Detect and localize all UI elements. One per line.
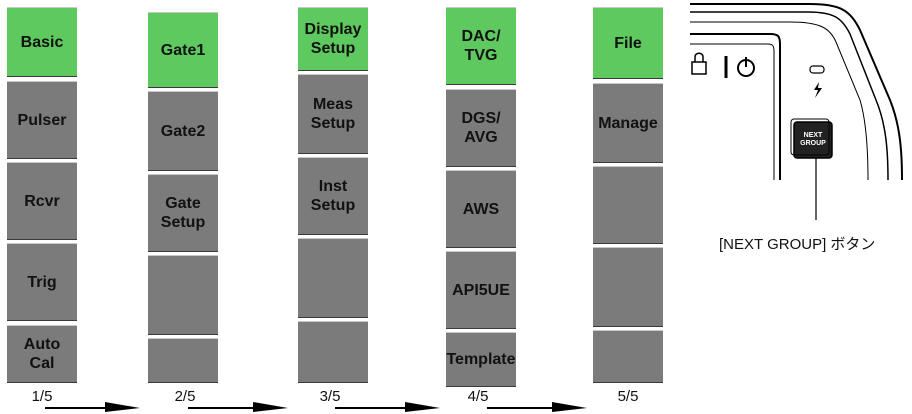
menu-group-5: File Manage [593, 7, 663, 383]
menu-item-empty[interactable] [593, 330, 663, 383]
next-group-button-caption: [NEXT GROUP] ボタン [719, 236, 876, 253]
page-indicator-5: 5/5 [617, 388, 639, 405]
menu-item-gate-setup[interactable]: Gate Setup [148, 174, 218, 252]
menu-item-auto-cal[interactable]: Auto Cal [7, 325, 77, 383]
menu-group-1: Basic Pulser Rcvr Trig Auto Cal [7, 7, 77, 383]
menu-item-inst-setup[interactable]: Inst Setup [298, 157, 368, 235]
menu-item-dac-tvg[interactable]: DAC/ TVG [446, 7, 516, 85]
arrow-right-icon [335, 402, 440, 412]
menu-item-empty[interactable] [148, 338, 218, 383]
lock-icon [691, 52, 707, 75]
menu-group-4: DAC/ TVG DGS/ AVG AWS API5UE Template [446, 7, 516, 387]
menu-item-empty[interactable] [148, 255, 218, 335]
page-indicator-3: 3/5 [319, 388, 341, 405]
arrow-right-icon [188, 402, 288, 412]
menu-item-empty[interactable] [593, 166, 663, 244]
menu-item-gate1[interactable]: Gate1 [148, 12, 218, 88]
arrow-right-icon [487, 402, 587, 412]
page-indicator-1: 1/5 [31, 388, 53, 405]
menu-item-trig[interactable]: Trig [7, 243, 77, 321]
menu-item-manage[interactable]: Manage [593, 83, 663, 163]
menu-item-basic[interactable]: Basic [7, 7, 77, 77]
power-icon [737, 57, 755, 77]
menu-item-aws[interactable]: AWS [446, 170, 516, 248]
menu-item-pulser[interactable]: Pulser [7, 81, 77, 159]
menu-item-empty[interactable] [298, 321, 368, 383]
menu-item-empty[interactable] [593, 247, 663, 327]
next-group-key[interactable]: NEXT GROUP [800, 132, 826, 147]
menu-item-rcvr[interactable]: Rcvr [7, 162, 77, 240]
menu-item-display-setup[interactable]: Display Setup [298, 7, 368, 71]
menu-item-template[interactable]: Template [446, 332, 516, 387]
menu-item-file[interactable]: File [593, 7, 663, 79]
menu-group-3: Display Setup Meas Setup Inst Setup [298, 7, 368, 383]
menu-item-dgs-avg[interactable]: DGS/ AVG [446, 89, 516, 167]
arrow-right-icon [45, 402, 140, 412]
page-indicator-2: 2/5 [174, 388, 196, 405]
menu-item-api5ue[interactable]: API5UE [446, 251, 516, 329]
page-indicator-4: 4/5 [467, 388, 489, 405]
lightning-icon [814, 82, 822, 98]
menu-item-empty[interactable] [298, 238, 368, 318]
menu-item-meas-setup[interactable]: Meas Setup [298, 74, 368, 154]
device-illustration [690, 3, 903, 220]
menu-group-2: Gate1 Gate2 Gate Setup [148, 7, 218, 383]
menu-item-gate2[interactable]: Gate2 [148, 91, 218, 171]
